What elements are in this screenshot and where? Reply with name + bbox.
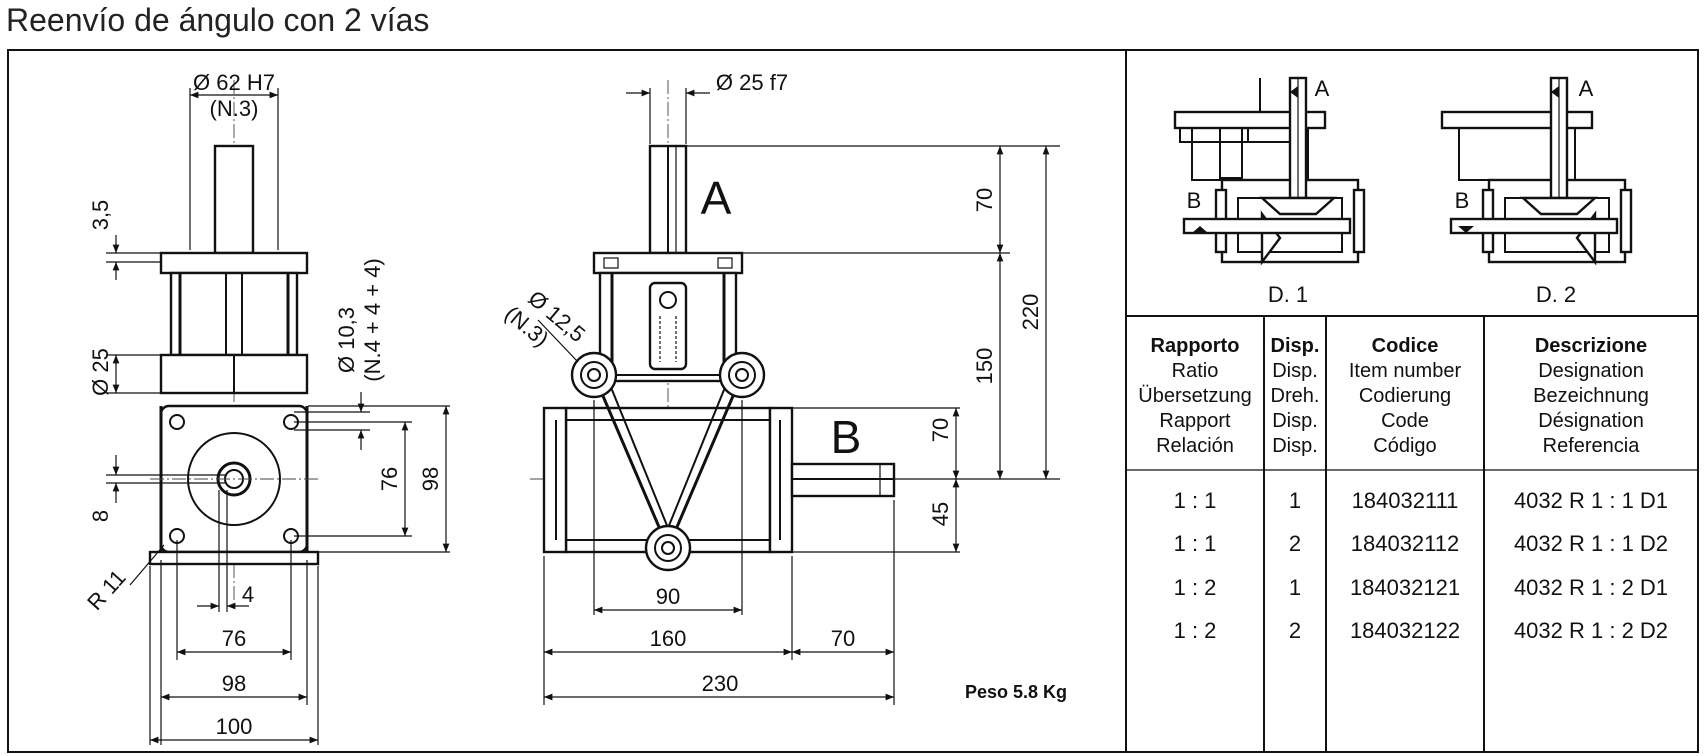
header-ratio-line: Relación xyxy=(1156,435,1234,457)
table-row: 1 : 1 1 184032111 4032 R 1 : 1 D1 xyxy=(1174,488,1668,513)
dim-45: 45 xyxy=(928,502,953,526)
front-view xyxy=(129,80,320,600)
cell-disp: 1 xyxy=(1289,488,1301,513)
dim-150: 150 xyxy=(972,348,997,385)
schematic-d1-label: D. 1 xyxy=(1268,282,1308,307)
cell-ratio: 1 : 2 xyxy=(1174,575,1217,600)
dim-98-horizontal: 98 xyxy=(222,671,246,696)
drawing-frame xyxy=(7,49,1699,753)
header-description: Descrizione xyxy=(1535,335,1647,357)
front-labels: Ø 62 H7 (N.3) 3,5 Ø 25 Ø 10,3 (N.4 + 4 +… xyxy=(82,70,443,739)
header-code-line: Item number xyxy=(1349,360,1462,382)
table-rows: 1 : 1 1 184032111 4032 R 1 : 1 D1 1 : 1 … xyxy=(1174,488,1668,643)
schematic-d2-a: A xyxy=(1579,76,1594,101)
schematic-d1-b: B xyxy=(1187,188,1202,213)
cell-disp: 1 xyxy=(1289,575,1301,600)
header-code: Codice xyxy=(1372,335,1439,357)
dim-70-horizontal: 70 xyxy=(831,626,855,651)
cell-description: 4032 R 1 : 1 D1 xyxy=(1514,488,1668,513)
dim-4: 4 xyxy=(242,582,254,607)
header-disp-line: Dreh. xyxy=(1271,385,1320,407)
schematic-d2-label: D. 2 xyxy=(1536,282,1576,307)
cell-code: 184032122 xyxy=(1350,618,1460,643)
dim-shaft: Ø 25 f7 xyxy=(716,70,788,95)
dim-25: Ø 25 xyxy=(88,348,113,396)
dim-230: 230 xyxy=(702,671,739,696)
dim-160: 160 xyxy=(650,626,687,651)
label-a: A xyxy=(701,172,732,224)
dim-bore: Ø 62 H7 xyxy=(193,70,275,95)
table-headers: Rapporto Ratio Übersetzung Rapport Relac… xyxy=(1138,335,1649,457)
cell-code: 184032112 xyxy=(1351,531,1460,556)
cell-description: 4032 R 1 : 2 D1 xyxy=(1514,575,1668,600)
table-row: 1 : 2 2 184032122 4032 R 1 : 2 D2 xyxy=(1174,618,1668,643)
dim-98-vertical: 98 xyxy=(418,467,443,491)
header-description-line: Referencia xyxy=(1543,435,1641,457)
header-code-line: Codierung xyxy=(1359,385,1451,407)
label-b: B xyxy=(831,411,862,463)
dim-76-horizontal: 76 xyxy=(222,626,246,651)
header-description-line: Désignation xyxy=(1538,410,1644,432)
dim-90: 90 xyxy=(656,584,680,609)
schematic-d2-b: B xyxy=(1455,188,1470,213)
weight-label: Peso 5.8 Kg xyxy=(965,682,1067,702)
header-ratio-line: Übersetzung xyxy=(1138,385,1251,407)
dim-radius: R 11 xyxy=(82,565,131,615)
dim-100: 100 xyxy=(216,714,253,739)
side-dimensions xyxy=(537,88,1060,705)
side-view xyxy=(530,80,905,572)
table-row: 1 : 1 2 184032112 4032 R 1 : 1 D2 xyxy=(1174,531,1668,556)
header-ratio-line: Ratio xyxy=(1172,360,1219,382)
cell-code: 184032111 xyxy=(1352,488,1459,513)
dim-76-vertical: 76 xyxy=(377,467,402,491)
header-disp: Disp. xyxy=(1271,335,1320,357)
schematic-d1-a: A xyxy=(1315,76,1330,101)
header-code-line: Code xyxy=(1381,410,1429,432)
header-description-line: Designation xyxy=(1538,360,1644,382)
page-title: Reenvío de ángulo con 2 vías xyxy=(6,2,430,38)
header-disp-line: Disp. xyxy=(1272,435,1318,457)
dim-70-top: 70 xyxy=(972,188,997,212)
cell-disp: 2 xyxy=(1289,531,1301,556)
table-row: 1 : 2 1 184032121 4032 R 1 : 2 D1 xyxy=(1174,575,1668,600)
header-code-line: Código xyxy=(1373,435,1436,457)
cell-description: 4032 R 1 : 2 D2 xyxy=(1514,618,1668,643)
dim-3-5: 3,5 xyxy=(88,200,113,231)
schematic-d1: A B D. 1 xyxy=(1173,76,1366,307)
schematic-d2: A B D. 2 xyxy=(1440,76,1633,307)
cell-ratio: 1 : 2 xyxy=(1174,618,1217,643)
dim-holes-note: (N.4 + 4 + 4) xyxy=(360,258,385,382)
cell-code: 184032121 xyxy=(1350,575,1460,600)
dim-8: 8 xyxy=(88,510,113,522)
cell-ratio: 1 : 1 xyxy=(1174,531,1217,556)
cell-ratio: 1 : 1 xyxy=(1174,488,1217,513)
dim-holes: Ø 10,3 xyxy=(334,307,359,373)
dim-bore-note: (N.3) xyxy=(210,96,259,121)
cell-disp: 2 xyxy=(1289,618,1301,643)
header-ratio: Rapporto xyxy=(1151,335,1240,357)
header-ratio-line: Rapport xyxy=(1159,410,1231,432)
dim-70-mid: 70 xyxy=(928,418,953,442)
dim-220: 220 xyxy=(1018,294,1043,331)
header-disp-line: Disp. xyxy=(1272,410,1318,432)
header-description-line: Bezeichnung xyxy=(1533,385,1649,407)
front-dimensions xyxy=(106,88,450,745)
header-disp-line: Disp. xyxy=(1272,360,1318,382)
cell-description: 4032 R 1 : 1 D2 xyxy=(1514,531,1668,556)
